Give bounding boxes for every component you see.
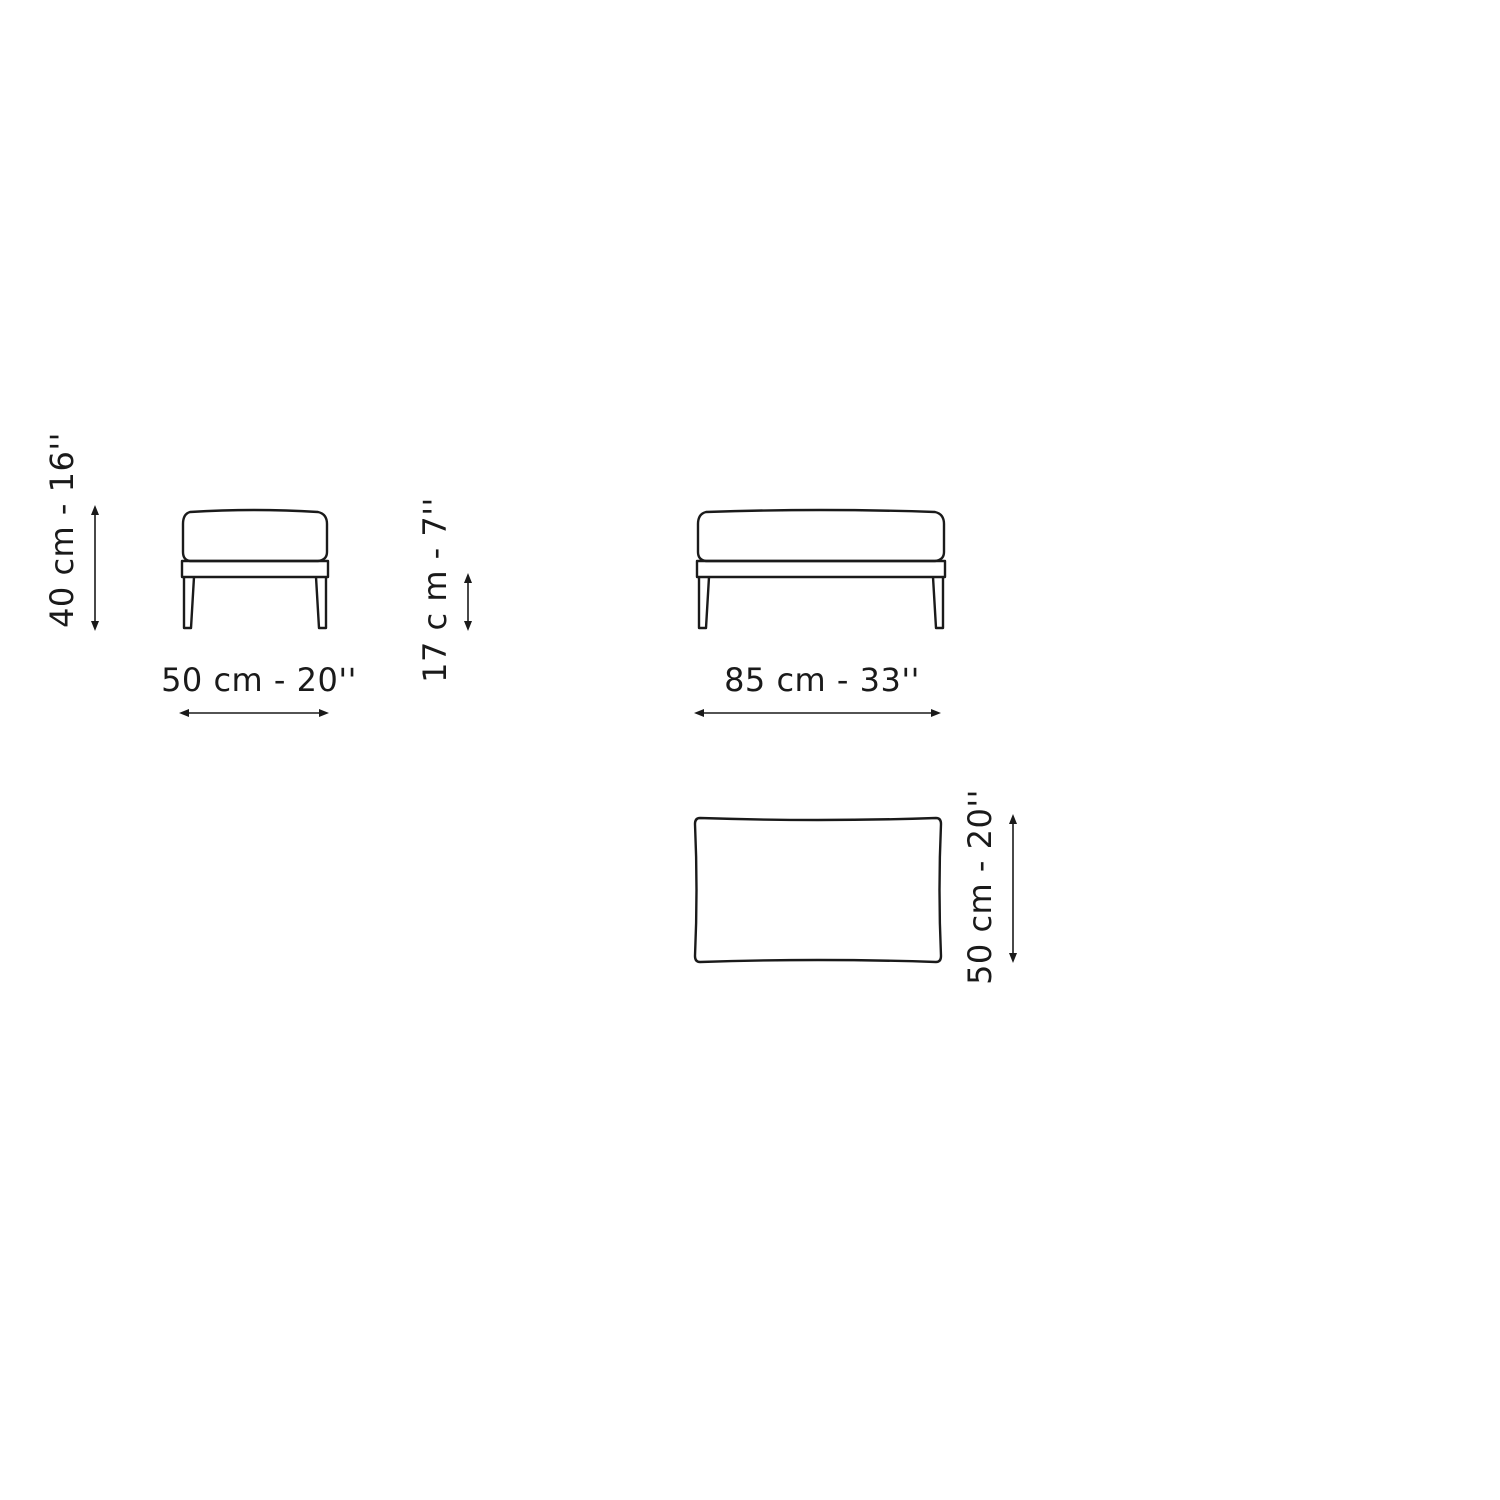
small-cushion [181,508,329,563]
large-left-leg [697,576,711,630]
leg-height-arrow [464,573,472,631]
large-width-arrow [694,709,941,717]
small-width-label: 50 cm - 20'' [161,661,357,699]
large-width-label: 85 cm - 33'' [724,661,920,699]
large-cushion [696,508,946,563]
small-height-label: 40 cm - 16'' [43,432,81,628]
small-right-leg [314,576,328,630]
small-ottoman-side-view [180,508,330,630]
top-view-outline [693,816,943,964]
small-left-leg [182,576,196,630]
leg-height-label: 17 c m - 7'' [416,497,454,683]
top-depth-arrow [1009,814,1017,963]
small-height-arrow [91,505,99,631]
small-frame-rail [180,559,330,579]
large-frame-rail [695,559,947,579]
top-depth-label: 50 cm - 20'' [961,789,999,985]
large-right-leg [931,576,945,630]
large-ottoman-side-view [695,508,947,630]
small-width-arrow [179,709,329,717]
